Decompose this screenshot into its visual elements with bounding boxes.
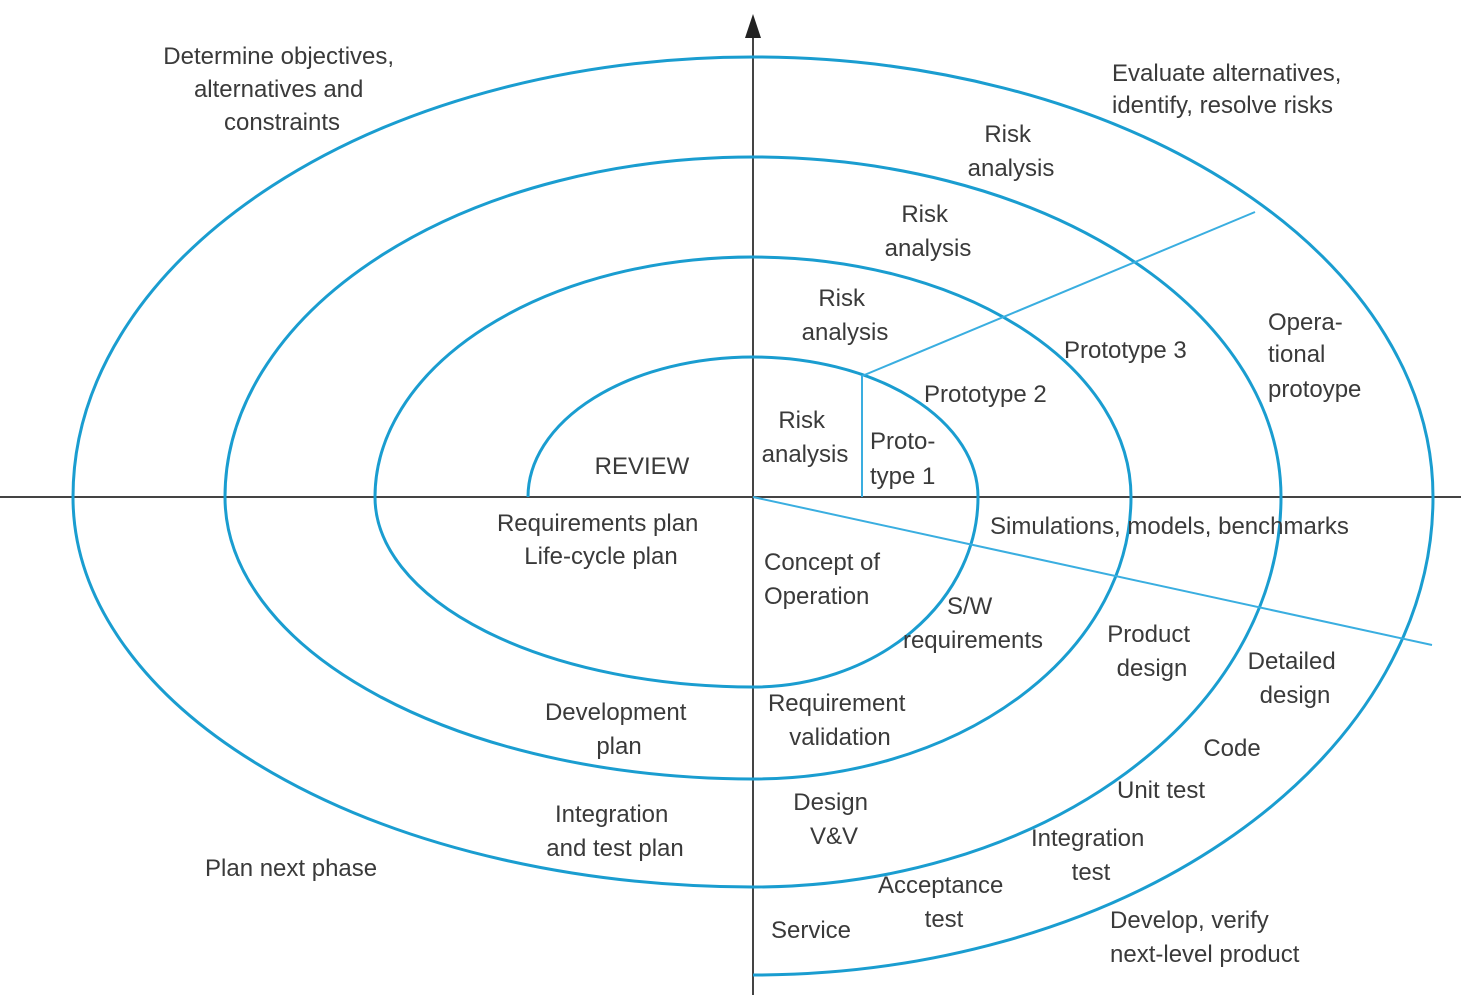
integration-test-label: Integration test — [1031, 825, 1151, 886]
risk-analysis-1: Risk analysis — [762, 407, 849, 468]
spiral-arc-11 — [752, 496, 1283, 889]
risk-analysis-4: Risk analysis — [968, 121, 1055, 182]
design-vv-label: Design V&V — [793, 789, 874, 850]
spiral-arc-2 — [752, 355, 980, 498]
spiral-arc-12 — [71, 496, 754, 889]
spiral-arc-14 — [752, 55, 1435, 498]
code-label: Code — [1203, 735, 1260, 762]
risk-analysis-2: Risk analysis — [802, 285, 889, 346]
simulations-label: Simulations, models, benchmarks — [990, 513, 1349, 540]
concept-of-operation-label: Concept of Operation — [764, 549, 887, 610]
spiral-arc-6 — [752, 255, 1133, 498]
development-plan-label: Development plan — [545, 699, 693, 760]
spiral-arc-7 — [752, 496, 1133, 781]
spiral-arc-8 — [223, 496, 754, 781]
unit-test-label: Unit test — [1117, 777, 1205, 804]
spiral-arc-13 — [71, 55, 754, 498]
prototype-1-label: Proto- type 1 — [870, 428, 942, 490]
integration-test-plan-label: Integration and test plan — [546, 801, 683, 862]
spiral-arc-5 — [373, 255, 754, 498]
spiral-arc-3 — [752, 496, 980, 689]
spiral-arc-4 — [373, 496, 754, 689]
spiral-arc-15 — [752, 496, 1435, 977]
sw-requirements-label: S/W requirements — [903, 593, 1043, 654]
service-label: Service — [771, 917, 851, 944]
requirement-validation-label: Requirement validation — [768, 690, 912, 751]
spiral-arc-10 — [752, 155, 1283, 498]
quadrant-bottom-left-label: Plan next phase — [205, 855, 377, 882]
simulations-diagonal-line — [752, 496, 1433, 646]
spiral-path — [71, 55, 1435, 977]
quadrant-top-left-label: Determine objectives, alternatives and c… — [163, 43, 400, 136]
risk-analysis-3: Risk analysis — [885, 201, 972, 262]
operational-prototype-label: Opera- tional protoype — [1268, 309, 1361, 403]
quadrant-top-right-label: Evaluate alternatives, identify, resolve… — [1112, 60, 1348, 119]
review-label: REVIEW — [595, 453, 690, 480]
prototype-3-label: Prototype 3 — [1064, 337, 1187, 364]
prototype-2-label: Prototype 2 — [924, 381, 1047, 408]
product-design-label: Product design — [1107, 621, 1196, 682]
axis-arrowhead-icon — [745, 14, 761, 38]
quadrant-bottom-right-label: Develop, verify next-level product — [1110, 907, 1300, 968]
acceptance-test-label: Acceptance test — [878, 872, 1010, 933]
detailed-design-label: Detailed design — [1248, 648, 1343, 709]
spiral-arc-9 — [223, 155, 754, 498]
spiral-arc-1 — [526, 355, 754, 498]
prototype-diagonal-line — [861, 211, 1256, 377]
requirements-plan-label: Requirements plan Life-cycle plan — [497, 510, 705, 570]
